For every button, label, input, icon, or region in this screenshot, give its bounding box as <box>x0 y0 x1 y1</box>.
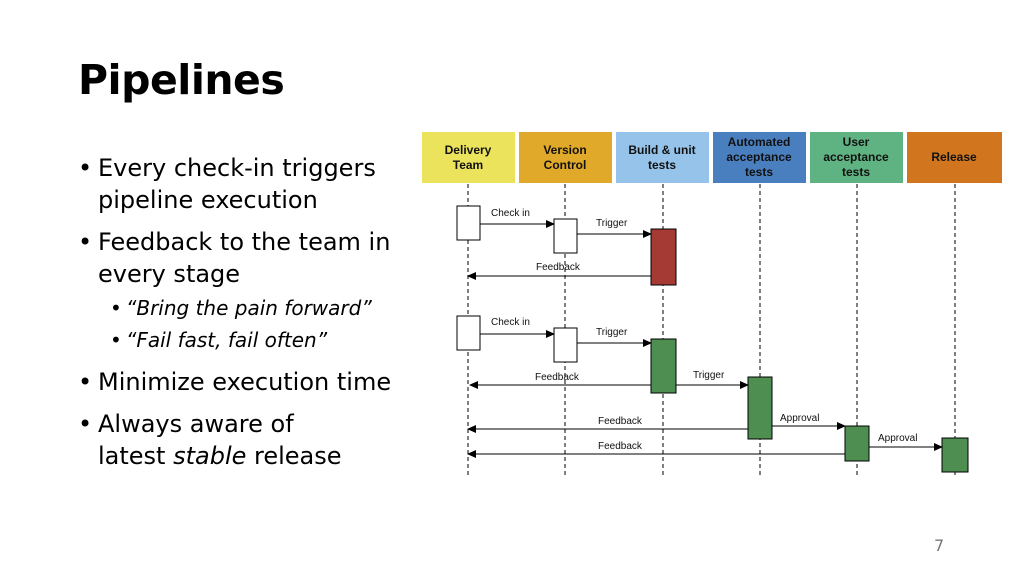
activation-vcs-1 <box>553 218 578 254</box>
stage-label: tests <box>745 165 773 179</box>
stage-label: tests <box>842 165 870 179</box>
sub-bullet: “Fail fast, fail often” <box>98 324 418 356</box>
stage-label: User <box>843 135 870 149</box>
bullet-stable-release: Always aware of latest stable release <box>78 408 418 472</box>
bullet-minimize: Minimize execution time <box>78 366 418 398</box>
sub-bullet: “Bring the pain forward” <box>98 292 418 324</box>
activation-delivery-2 <box>456 315 481 351</box>
message-label: Trigger <box>596 327 628 338</box>
activation-release <box>941 437 969 473</box>
stage-label: Release <box>931 150 977 164</box>
bullet-feedback: Feedback to the team in every stage “Bri… <box>78 226 418 356</box>
message-label: Approval <box>780 413 819 424</box>
bullet-text: latest <box>98 442 174 470</box>
bullet-check-in: Every check-in triggers pipeline executi… <box>78 152 418 216</box>
pipeline-sequence-diagram: Delivery Team Version Control Build & un… <box>422 132 1002 476</box>
message-label: Feedback <box>535 372 580 383</box>
bullet-text: pipeline execution <box>98 186 318 214</box>
slide-title: Pipelines <box>78 56 285 104</box>
stage-box-release <box>907 132 1002 183</box>
bullet-text: every stage <box>98 260 241 288</box>
message-label: Trigger <box>693 370 725 381</box>
message-label: Feedback <box>536 262 581 273</box>
message-label: Check in <box>491 317 530 328</box>
message-label: Feedback <box>598 416 643 427</box>
stage-label: Delivery <box>445 143 492 157</box>
message-label: Feedback <box>598 441 643 452</box>
sub-bullet-list: “Bring the pain forward” “Fail fast, fai… <box>98 292 418 356</box>
message-label: Trigger <box>596 218 628 229</box>
bullet-text: Minimize execution time <box>98 368 392 396</box>
activation-delivery-1 <box>456 205 481 241</box>
activation-acceptance-passed <box>747 376 773 440</box>
bullet-text: Always aware of <box>98 410 294 438</box>
message-label: Check in <box>491 208 530 219</box>
stage-label: Team <box>453 158 483 172</box>
stage-label: Automated <box>728 135 791 149</box>
activation-vcs-2 <box>553 327 578 363</box>
activation-build-passed <box>650 338 677 394</box>
bullet-text: Every check-in triggers <box>98 154 376 182</box>
stage-label: tests <box>648 158 676 172</box>
bullet-text: Feedback to the team in <box>98 228 391 256</box>
stage-box-delivery-team <box>422 132 515 183</box>
message-label: Approval <box>878 433 917 444</box>
activations <box>456 205 969 473</box>
stage-box-user-acceptance <box>810 132 903 183</box>
activation-uat-passed <box>844 425 870 462</box>
bullet-list: Every check-in triggers pipeline executi… <box>78 152 418 482</box>
stage-label: Control <box>544 158 587 172</box>
activation-build-failed <box>650 228 677 286</box>
stage-label: acceptance <box>823 150 889 164</box>
stage-box-version-control <box>519 132 612 183</box>
stage-box-build <box>616 132 709 183</box>
stage-label: Build & unit <box>628 143 695 157</box>
bullet-text: release <box>246 442 342 470</box>
stage-label: acceptance <box>726 150 792 164</box>
stage-headers: Delivery Team Version Control Build & un… <box>422 132 1002 183</box>
bullet-emphasis: stable <box>173 442 247 470</box>
stage-box-automated-acceptance <box>713 132 806 183</box>
messages <box>467 220 943 458</box>
page-number: 7 <box>934 536 945 555</box>
stage-label: Version <box>543 143 586 157</box>
